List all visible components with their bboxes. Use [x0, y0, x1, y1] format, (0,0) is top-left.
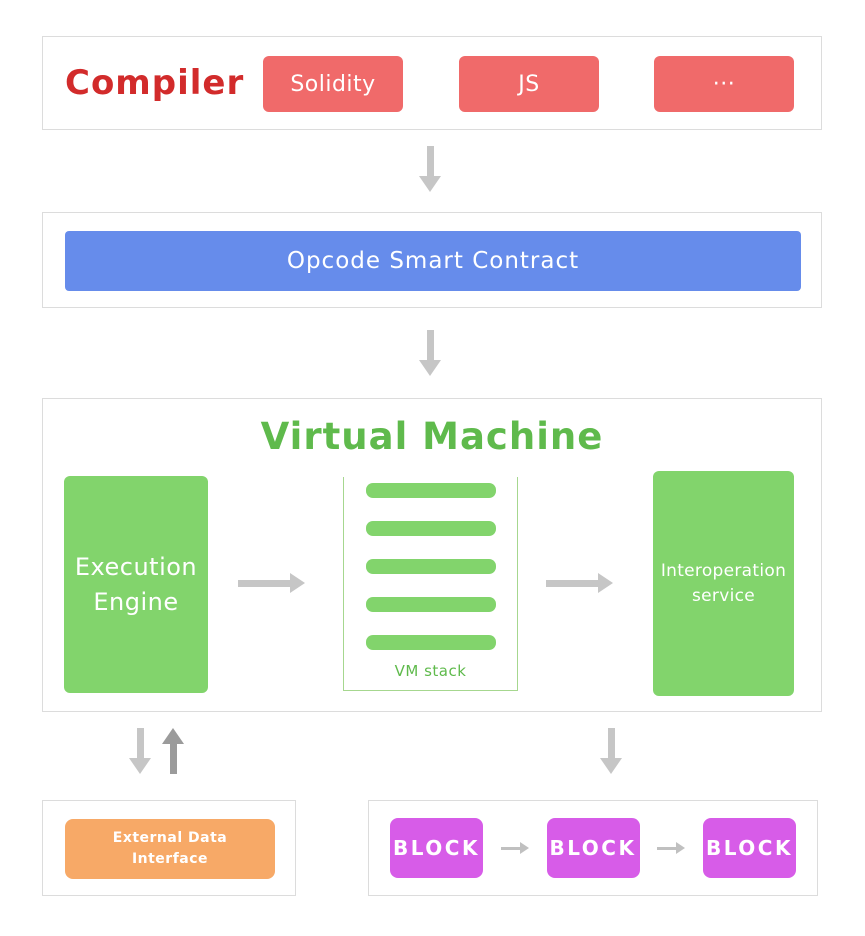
arrow-shaft	[238, 579, 290, 587]
blockchain-section: BLOCK BLOCK BLOCK	[368, 800, 818, 896]
arrow-head	[676, 842, 686, 854]
virtual-machine-title: Virtual Machine	[260, 415, 604, 458]
execution-engine-box: Execution Engine	[64, 476, 208, 693]
block-box-1: BLOCK	[390, 818, 483, 878]
block-box-3: BLOCK	[703, 818, 796, 878]
arrow-right-icon	[546, 573, 613, 593]
vm-stack-container: VM stack	[343, 477, 518, 691]
vm-stack-bars	[344, 483, 517, 650]
compiler-section: Compiler Solidity JS ···	[42, 36, 822, 130]
arrow-shaft	[426, 146, 434, 176]
vm-stack-label: VM stack	[394, 662, 467, 680]
virtual-machine-section: Virtual Machine Execution Engine VM stac…	[42, 398, 822, 712]
language-box-other: ···	[654, 56, 794, 112]
compiler-title: Compiler	[65, 63, 245, 103]
arrow-shaft	[426, 330, 434, 360]
vm-stack-bar	[365, 597, 496, 612]
block-box-2: BLOCK	[546, 818, 640, 878]
execution-engine-label-line2: Engine	[93, 587, 179, 616]
arrow-head	[419, 360, 441, 376]
arrow-head	[162, 728, 184, 744]
interoperation-service-box: Interoperation service	[653, 471, 794, 696]
language-box-js: JS	[459, 56, 599, 112]
interoperation-label-line1: Interoperation	[660, 560, 787, 581]
interoperation-label-line2: service	[692, 585, 755, 606]
arrow-up-icon	[162, 728, 184, 774]
arrow-right-icon	[500, 842, 529, 854]
arrow-shaft	[136, 728, 144, 758]
arrow-shaft	[546, 579, 598, 587]
arrow-right-icon	[238, 573, 305, 593]
arrow-right-icon	[657, 842, 686, 854]
external-data-section: External Data Interface	[42, 800, 296, 896]
arrow-shaft	[500, 846, 520, 850]
vm-stack-bar	[365, 635, 496, 650]
execution-engine-label-line1: Execution	[74, 552, 198, 581]
arrow-down-icon	[419, 146, 441, 192]
arrow-down-icon	[419, 330, 441, 376]
external-data-label-line2: Interface	[131, 851, 209, 867]
arrow-head	[290, 573, 305, 593]
opcode-smart-contract-box: Opcode Smart Contract	[65, 231, 801, 291]
arrow-shaft	[607, 728, 615, 758]
arrow-head	[129, 758, 151, 774]
language-box-solidity: Solidity	[263, 56, 403, 112]
opcode-section: Opcode Smart Contract	[42, 212, 822, 308]
arrow-head	[600, 758, 622, 774]
arrow-head	[519, 842, 529, 854]
arrow-head	[419, 176, 441, 192]
arrow-down-icon	[600, 728, 622, 774]
external-data-interface-box: External Data Interface	[65, 819, 275, 879]
external-data-label-line1: External Data	[112, 830, 228, 846]
vm-stack-bar	[365, 559, 496, 574]
arrow-head	[598, 573, 613, 593]
arrow-shaft	[657, 846, 677, 850]
arrow-down-icon	[129, 728, 151, 774]
vm-stack-bar	[365, 521, 496, 536]
vm-stack-bar	[365, 483, 496, 498]
arrow-shaft	[169, 744, 177, 774]
